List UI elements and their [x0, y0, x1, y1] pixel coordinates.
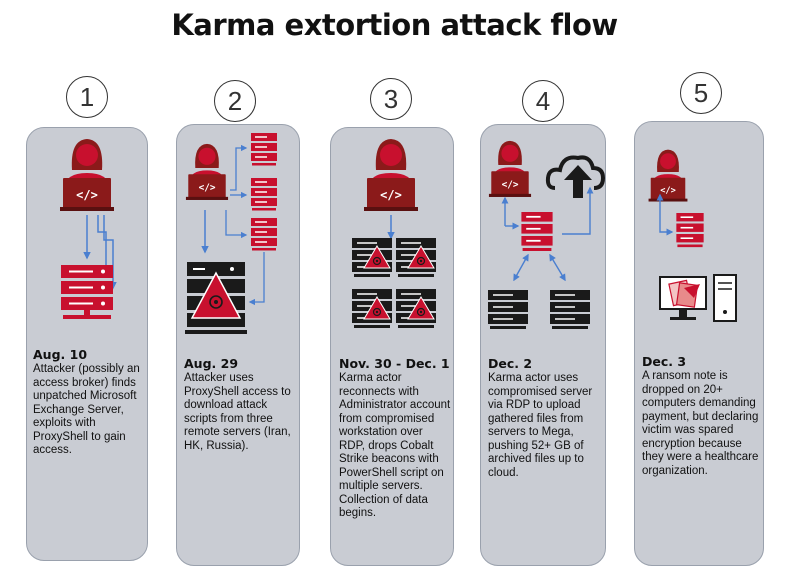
step-date: Aug. 29	[184, 356, 239, 371]
step-panel-4	[480, 124, 606, 566]
step-number-2: 2	[214, 80, 256, 122]
attacker-icon	[648, 149, 688, 202]
cloud-upload-icon	[545, 155, 606, 198]
attacker-icon	[488, 140, 532, 197]
attacker-icon	[185, 143, 229, 200]
step-description: Karma actor uses compromised server via …	[488, 372, 593, 479]
step-caption-2: Aug. 29 Attacker uses ProxyShell access …	[184, 357, 298, 453]
step-number-5: 5	[680, 72, 722, 114]
remote-server-icon	[250, 177, 278, 212]
step-number-3: 3	[370, 78, 412, 120]
infected-server-icon	[185, 262, 247, 334]
step-description: A ransom note is dropped on 20+ computer…	[642, 370, 759, 477]
step-number-1: 1	[66, 76, 108, 118]
step-description: Attacker uses ProxyShell access to downl…	[184, 372, 291, 452]
step-caption-3: Nov. 30 - Dec. 1 Karma actor reconnects …	[339, 357, 451, 521]
step-date: Dec. 2	[488, 356, 533, 371]
server-icon	[487, 289, 529, 330]
remote-server-icon	[250, 132, 278, 167]
server-icon	[549, 289, 591, 330]
step-description: Karma actor reconnects with Administrato…	[339, 372, 451, 519]
attacker-icon	[60, 139, 114, 211]
step-date: Dec. 3	[642, 354, 687, 369]
remote-server-icon	[250, 217, 278, 252]
ransom-note-icon	[668, 279, 700, 308]
step-date: Nov. 30 - Dec. 1	[339, 356, 450, 371]
page-title: Karma extortion attack flow	[171, 8, 618, 42]
red-server-icon	[60, 264, 114, 320]
step-date: Aug. 10	[33, 347, 88, 362]
red-server-icon	[675, 212, 705, 248]
step-caption-5: Dec. 3 A ransom note is dropped on 20+ c…	[642, 355, 760, 478]
infected-server-icon	[351, 237, 437, 329]
step-panel-1	[26, 127, 148, 561]
step-caption-1: Aug. 10 Attacker (possibly an access bro…	[33, 348, 145, 458]
step-number-4: 4	[522, 80, 564, 122]
step-description: Attacker (possibly an access broker) fin…	[33, 363, 140, 456]
attacker-icon	[364, 139, 418, 211]
red-server-icon	[520, 211, 554, 252]
step-caption-4: Dec. 2 Karma actor uses compromised serv…	[488, 357, 600, 480]
